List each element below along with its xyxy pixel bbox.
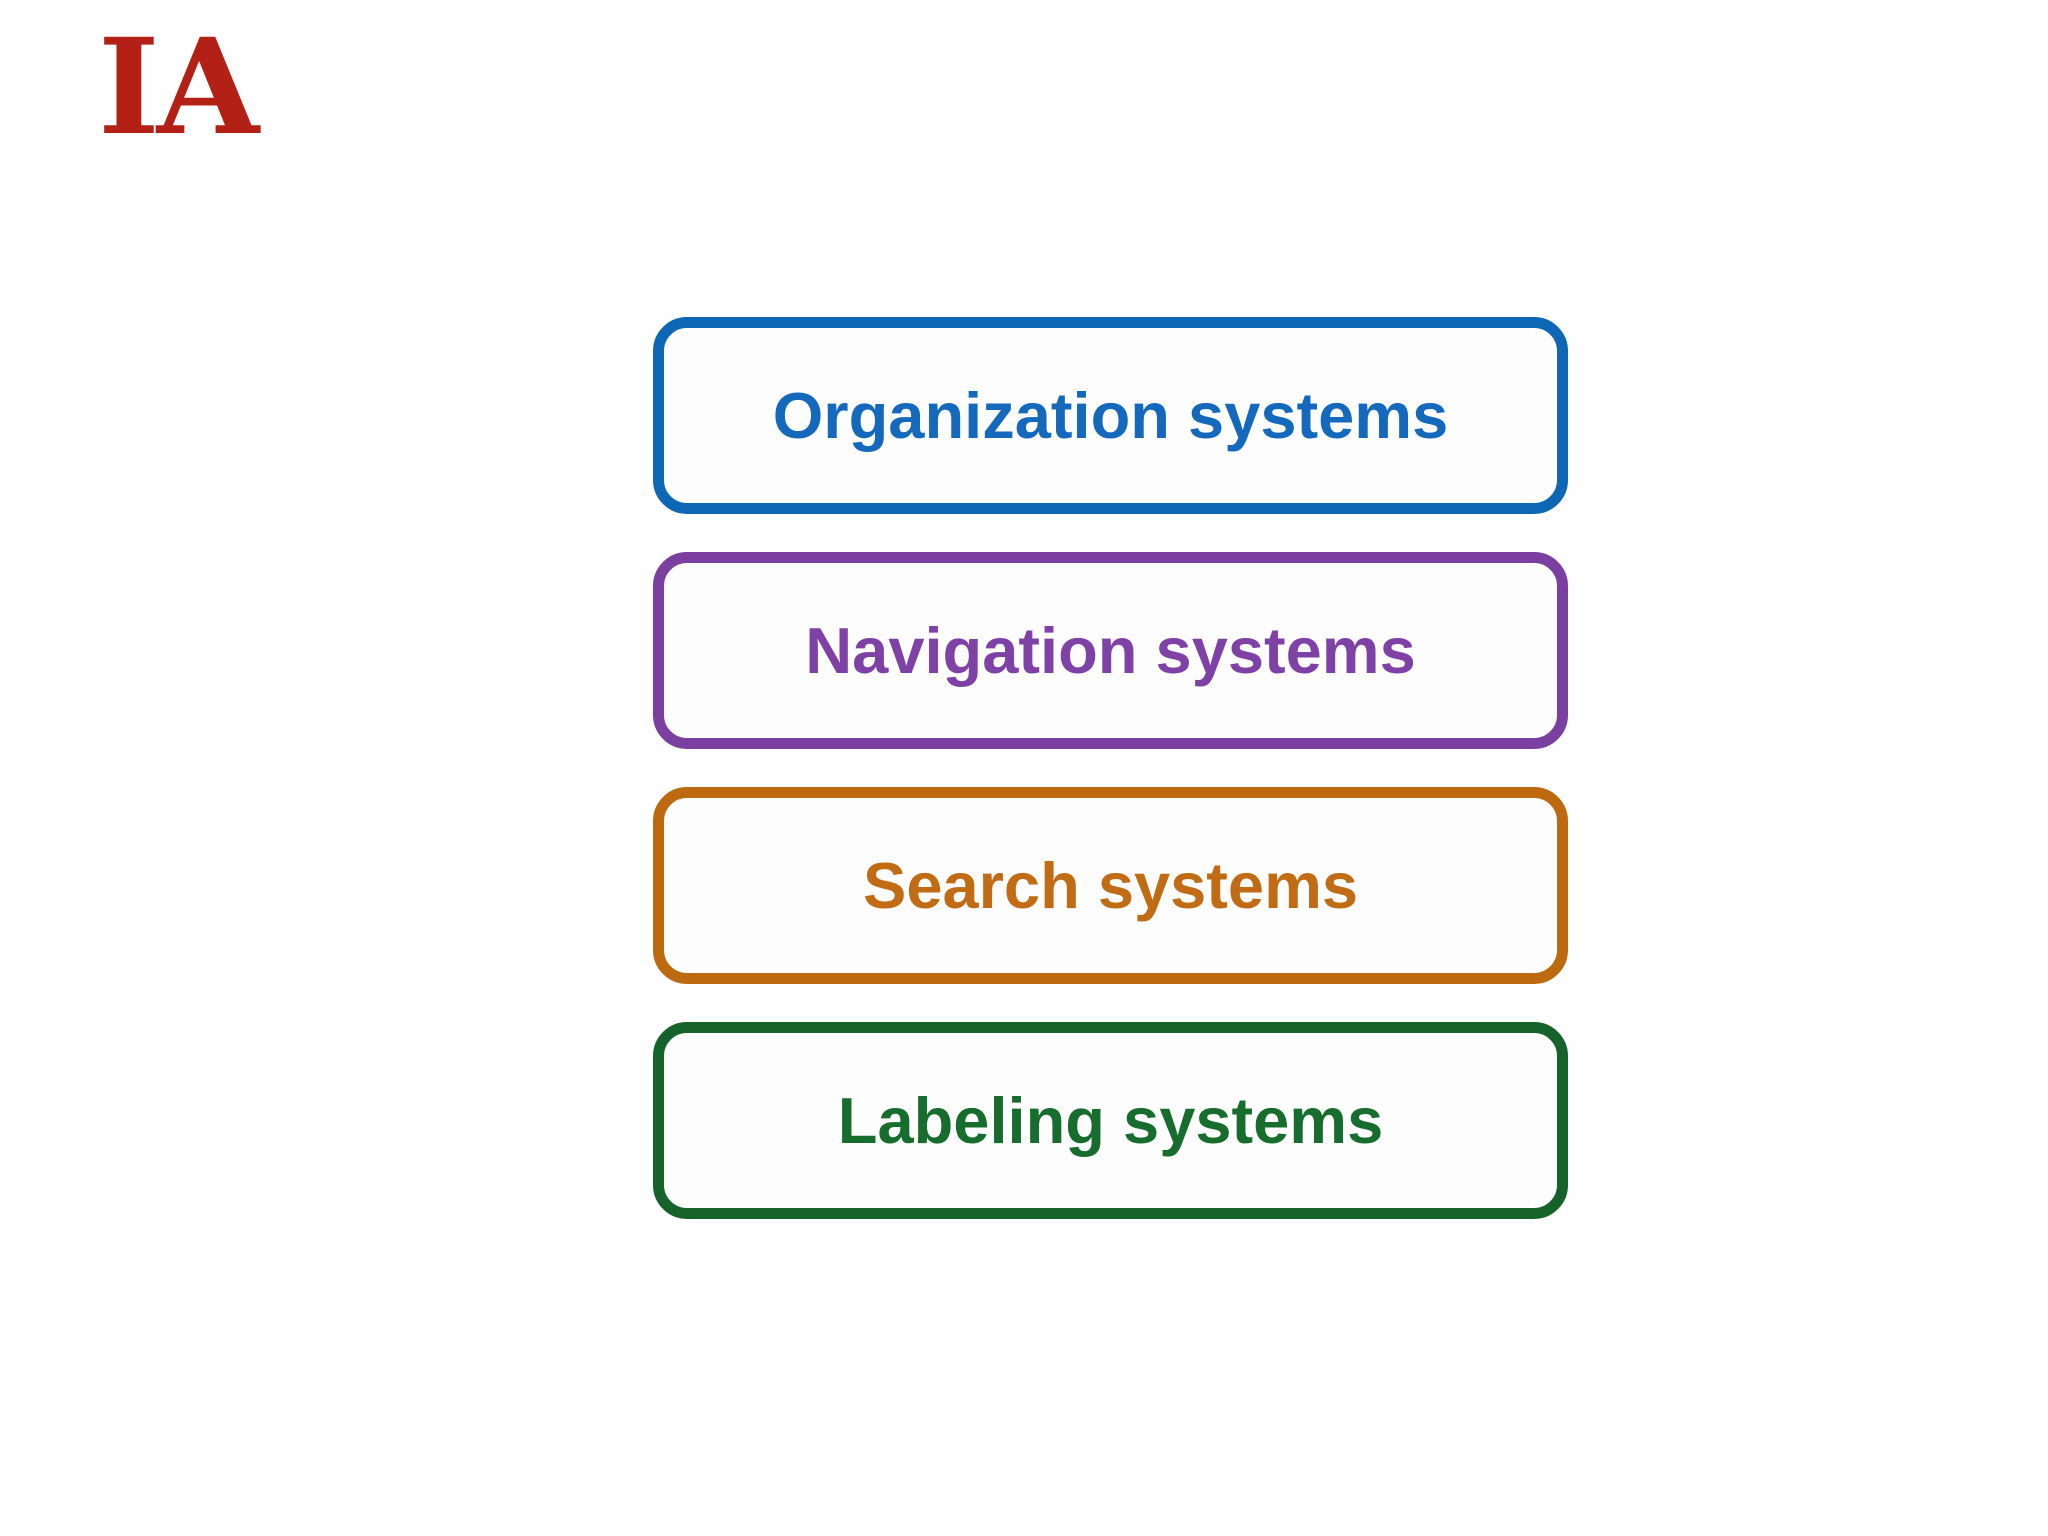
box-navigation-systems: Navigation systems	[653, 552, 1568, 749]
box-label: Navigation systems	[805, 614, 1416, 687]
box-label: Search systems	[862, 849, 1359, 922]
systems-box-stack: Organization systems Navigation systems …	[653, 317, 1568, 1219]
box-labeling-systems: Labeling systems	[653, 1022, 1568, 1219]
box-label: Organization systems	[772, 379, 1449, 452]
box-organization-systems: Organization systems	[653, 317, 1568, 514]
box-label: Labeling systems	[837, 1084, 1384, 1157]
ia-logo: IA	[98, 10, 259, 165]
box-search-systems: Search systems	[653, 787, 1568, 984]
